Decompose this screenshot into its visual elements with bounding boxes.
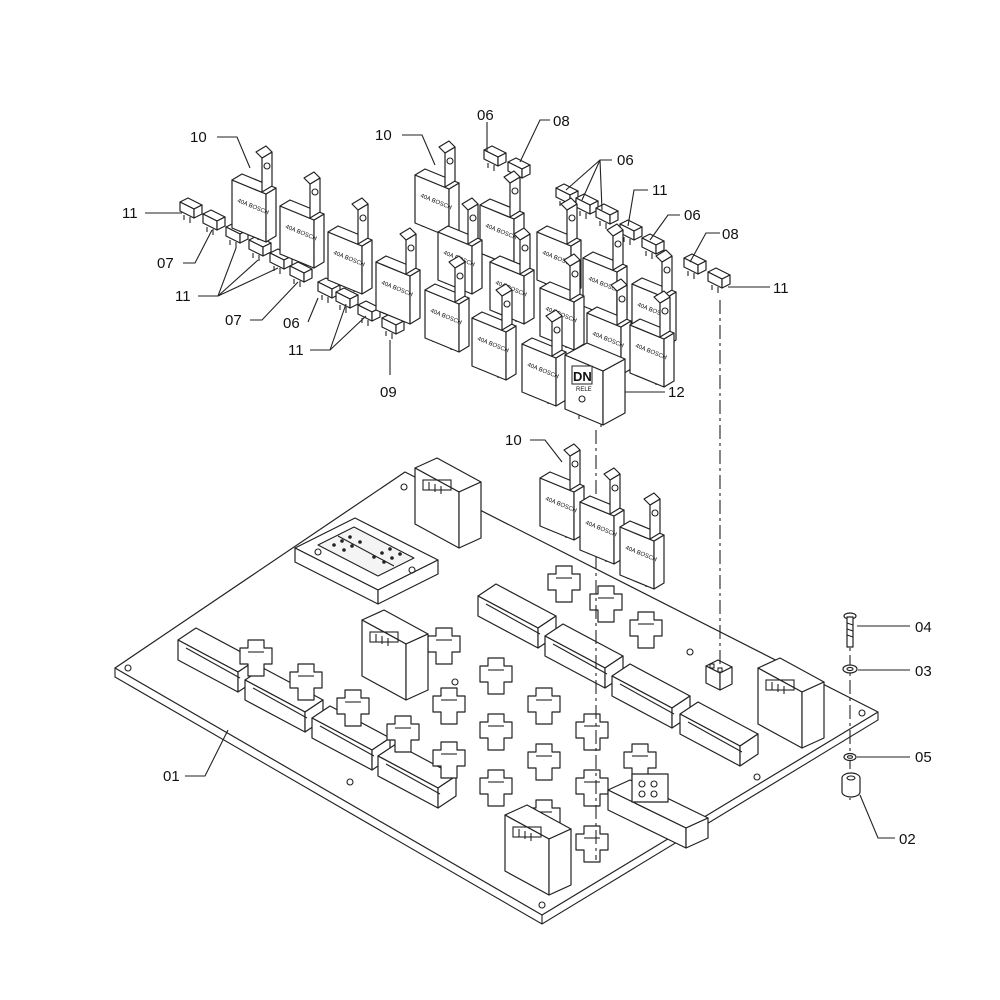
- blade-fuses: [179, 145, 731, 339]
- callout-06: 06: [477, 107, 494, 124]
- callout-08: 08: [553, 113, 570, 130]
- relay: 40A BOSCH: [279, 171, 325, 269]
- relay: 40A BOSCH: [375, 227, 421, 325]
- callout-04: 04: [915, 619, 932, 636]
- board-terminal-block: [705, 659, 733, 691]
- washer-03: [842, 664, 858, 674]
- callout-11: 11: [288, 342, 304, 359]
- callout-06: 06: [283, 315, 300, 332]
- callout-11: 11: [175, 288, 191, 305]
- callout-11: 11: [773, 280, 789, 297]
- callout-05: 05: [915, 749, 932, 766]
- relay: 40A BOSCH: [479, 170, 525, 268]
- relay: 40A BOSCH: [414, 140, 460, 238]
- leader-lines: [145, 119, 910, 839]
- callout-08: 08: [722, 226, 739, 243]
- spacer-02: [841, 772, 861, 798]
- module-logo: DN: [573, 369, 592, 384]
- screw-04: [843, 612, 857, 648]
- callout-10: 10: [505, 432, 522, 449]
- module-marking: RELE: [576, 387, 592, 393]
- relay: 40A BOSCH: [327, 197, 373, 295]
- callout-07: 07: [157, 255, 174, 272]
- callout-06: 06: [684, 207, 701, 224]
- relay: 40A BOSCH: [539, 443, 585, 541]
- callout-01: 01: [163, 768, 180, 785]
- callout-09: 09: [380, 384, 397, 401]
- callout-11: 11: [122, 205, 138, 222]
- relay: 40A BOSCH: [471, 283, 517, 381]
- callout-07: 07: [225, 312, 242, 329]
- callout-06: 06: [617, 152, 634, 169]
- relay: 40A BOSCH: [231, 145, 277, 243]
- relay: 40A BOSCH: [424, 255, 470, 353]
- relay: 40A BOSCH: [582, 223, 628, 321]
- board-relay-sockets: [239, 565, 663, 863]
- washer-05: [843, 752, 857, 762]
- callout-10: 10: [375, 127, 392, 144]
- callout-02: 02: [899, 831, 916, 848]
- callout-labels: 10 10 06 08 06 11 06 08 11 07 11 07 06 1…: [122, 107, 932, 848]
- callout-03: 03: [915, 663, 932, 680]
- relay: 40A BOSCH: [619, 492, 665, 590]
- callout-11: 11: [652, 182, 668, 199]
- relays: 40A BOSCH 40A BOSCH 40A BOSCH 40A BOSCH …: [231, 140, 677, 590]
- hardware-screw-stack: [841, 612, 861, 798]
- relay: 40A BOSCH: [579, 467, 625, 565]
- relay: 40A BOSCH: [521, 309, 567, 407]
- relay-module-12: DN RELE: [564, 342, 626, 427]
- callout-10: 10: [190, 129, 207, 146]
- board-header-connectors: [361, 457, 825, 896]
- board-square-socket: [294, 517, 439, 605]
- relay: 40A BOSCH: [629, 290, 675, 388]
- assembly-guide-lines: [595, 300, 851, 860]
- callout-12: 12: [668, 384, 685, 401]
